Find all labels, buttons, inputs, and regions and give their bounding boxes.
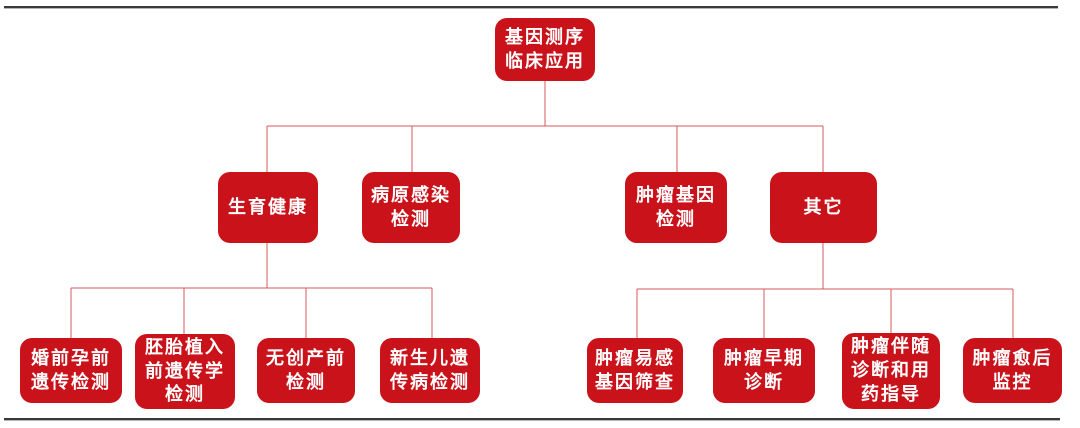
node-tumor-prognosis-monitoring: 肿瘤愈后 监控 bbox=[963, 338, 1062, 403]
node-tumor-early-diagnosis: 肿瘤早期 诊断 bbox=[713, 338, 815, 403]
connector-reproductive-health-children bbox=[70, 243, 433, 338]
node-tumor-companion-diagnosis: 肿瘤伴随 诊断和用 药指导 bbox=[842, 333, 940, 409]
bottom-border-rule bbox=[4, 418, 1060, 420]
node-reproductive-health: 生育健康 bbox=[218, 172, 318, 243]
node-tumor-gene-testing: 肿瘤基因 检测 bbox=[625, 172, 727, 243]
node-nipt: 无创产前 检测 bbox=[257, 338, 355, 403]
top-border-rule bbox=[4, 6, 1058, 8]
node-embryo-pgt: 胚胎植入 前遗传学 检测 bbox=[135, 334, 235, 409]
node-other: 其它 bbox=[770, 172, 877, 243]
node-root: 基因测序 临床应用 bbox=[495, 18, 595, 81]
node-tumor-susceptibility: 肿瘤易感 基因筛查 bbox=[587, 338, 683, 403]
node-premarital-preconception: 婚前孕前 遗传检测 bbox=[20, 338, 122, 403]
connector-level1-to-level2 bbox=[266, 81, 824, 172]
node-newborn-genetic: 新生儿遗 传病检测 bbox=[380, 338, 480, 403]
node-pathogen-infection: 病原感染 检测 bbox=[362, 172, 460, 243]
connector-other-children bbox=[636, 243, 1014, 338]
